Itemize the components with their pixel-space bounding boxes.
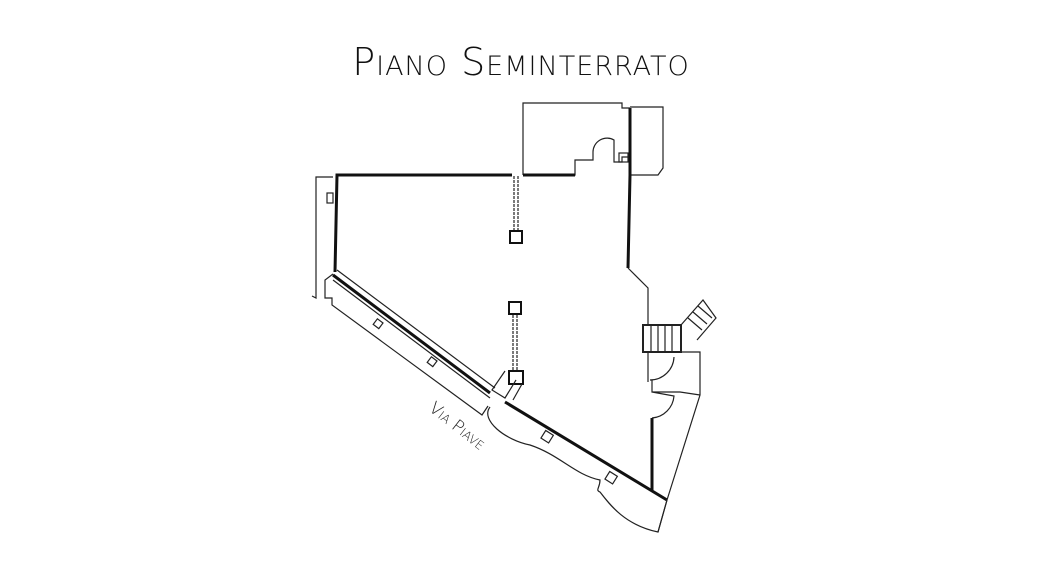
left-strip — [311, 176, 489, 416]
column-3-wedge — [491, 370, 523, 401]
upper-right-block — [630, 106, 664, 176]
doors — [647, 352, 701, 419]
upper-room-steps — [523, 137, 630, 176]
beam-top — [513, 176, 519, 230]
upper-room-pillar — [618, 152, 629, 163]
column-1 — [509, 230, 523, 244]
niche — [426, 355, 438, 368]
lower-right-room — [657, 351, 701, 533]
right-wall-lower — [627, 267, 649, 325]
main-wall-diagonal — [332, 273, 668, 502]
inner-wall-parallel — [332, 269, 496, 399]
left-strip-niche — [326, 192, 334, 204]
upper-room — [522, 102, 630, 175]
column-2 — [508, 301, 522, 315]
sidewalk-outline — [487, 406, 668, 533]
column-3 — [508, 370, 524, 385]
main-wall-top — [333, 173, 512, 273]
stairs — [642, 299, 717, 353]
niche — [604, 470, 619, 485]
niche — [372, 317, 384, 330]
plan-title: Piano Seminterrato — [352, 40, 690, 84]
beam-bottom — [512, 315, 518, 370]
niche — [540, 429, 555, 444]
right-wall — [626, 108, 632, 269]
street-label: Via Piave — [425, 398, 489, 454]
